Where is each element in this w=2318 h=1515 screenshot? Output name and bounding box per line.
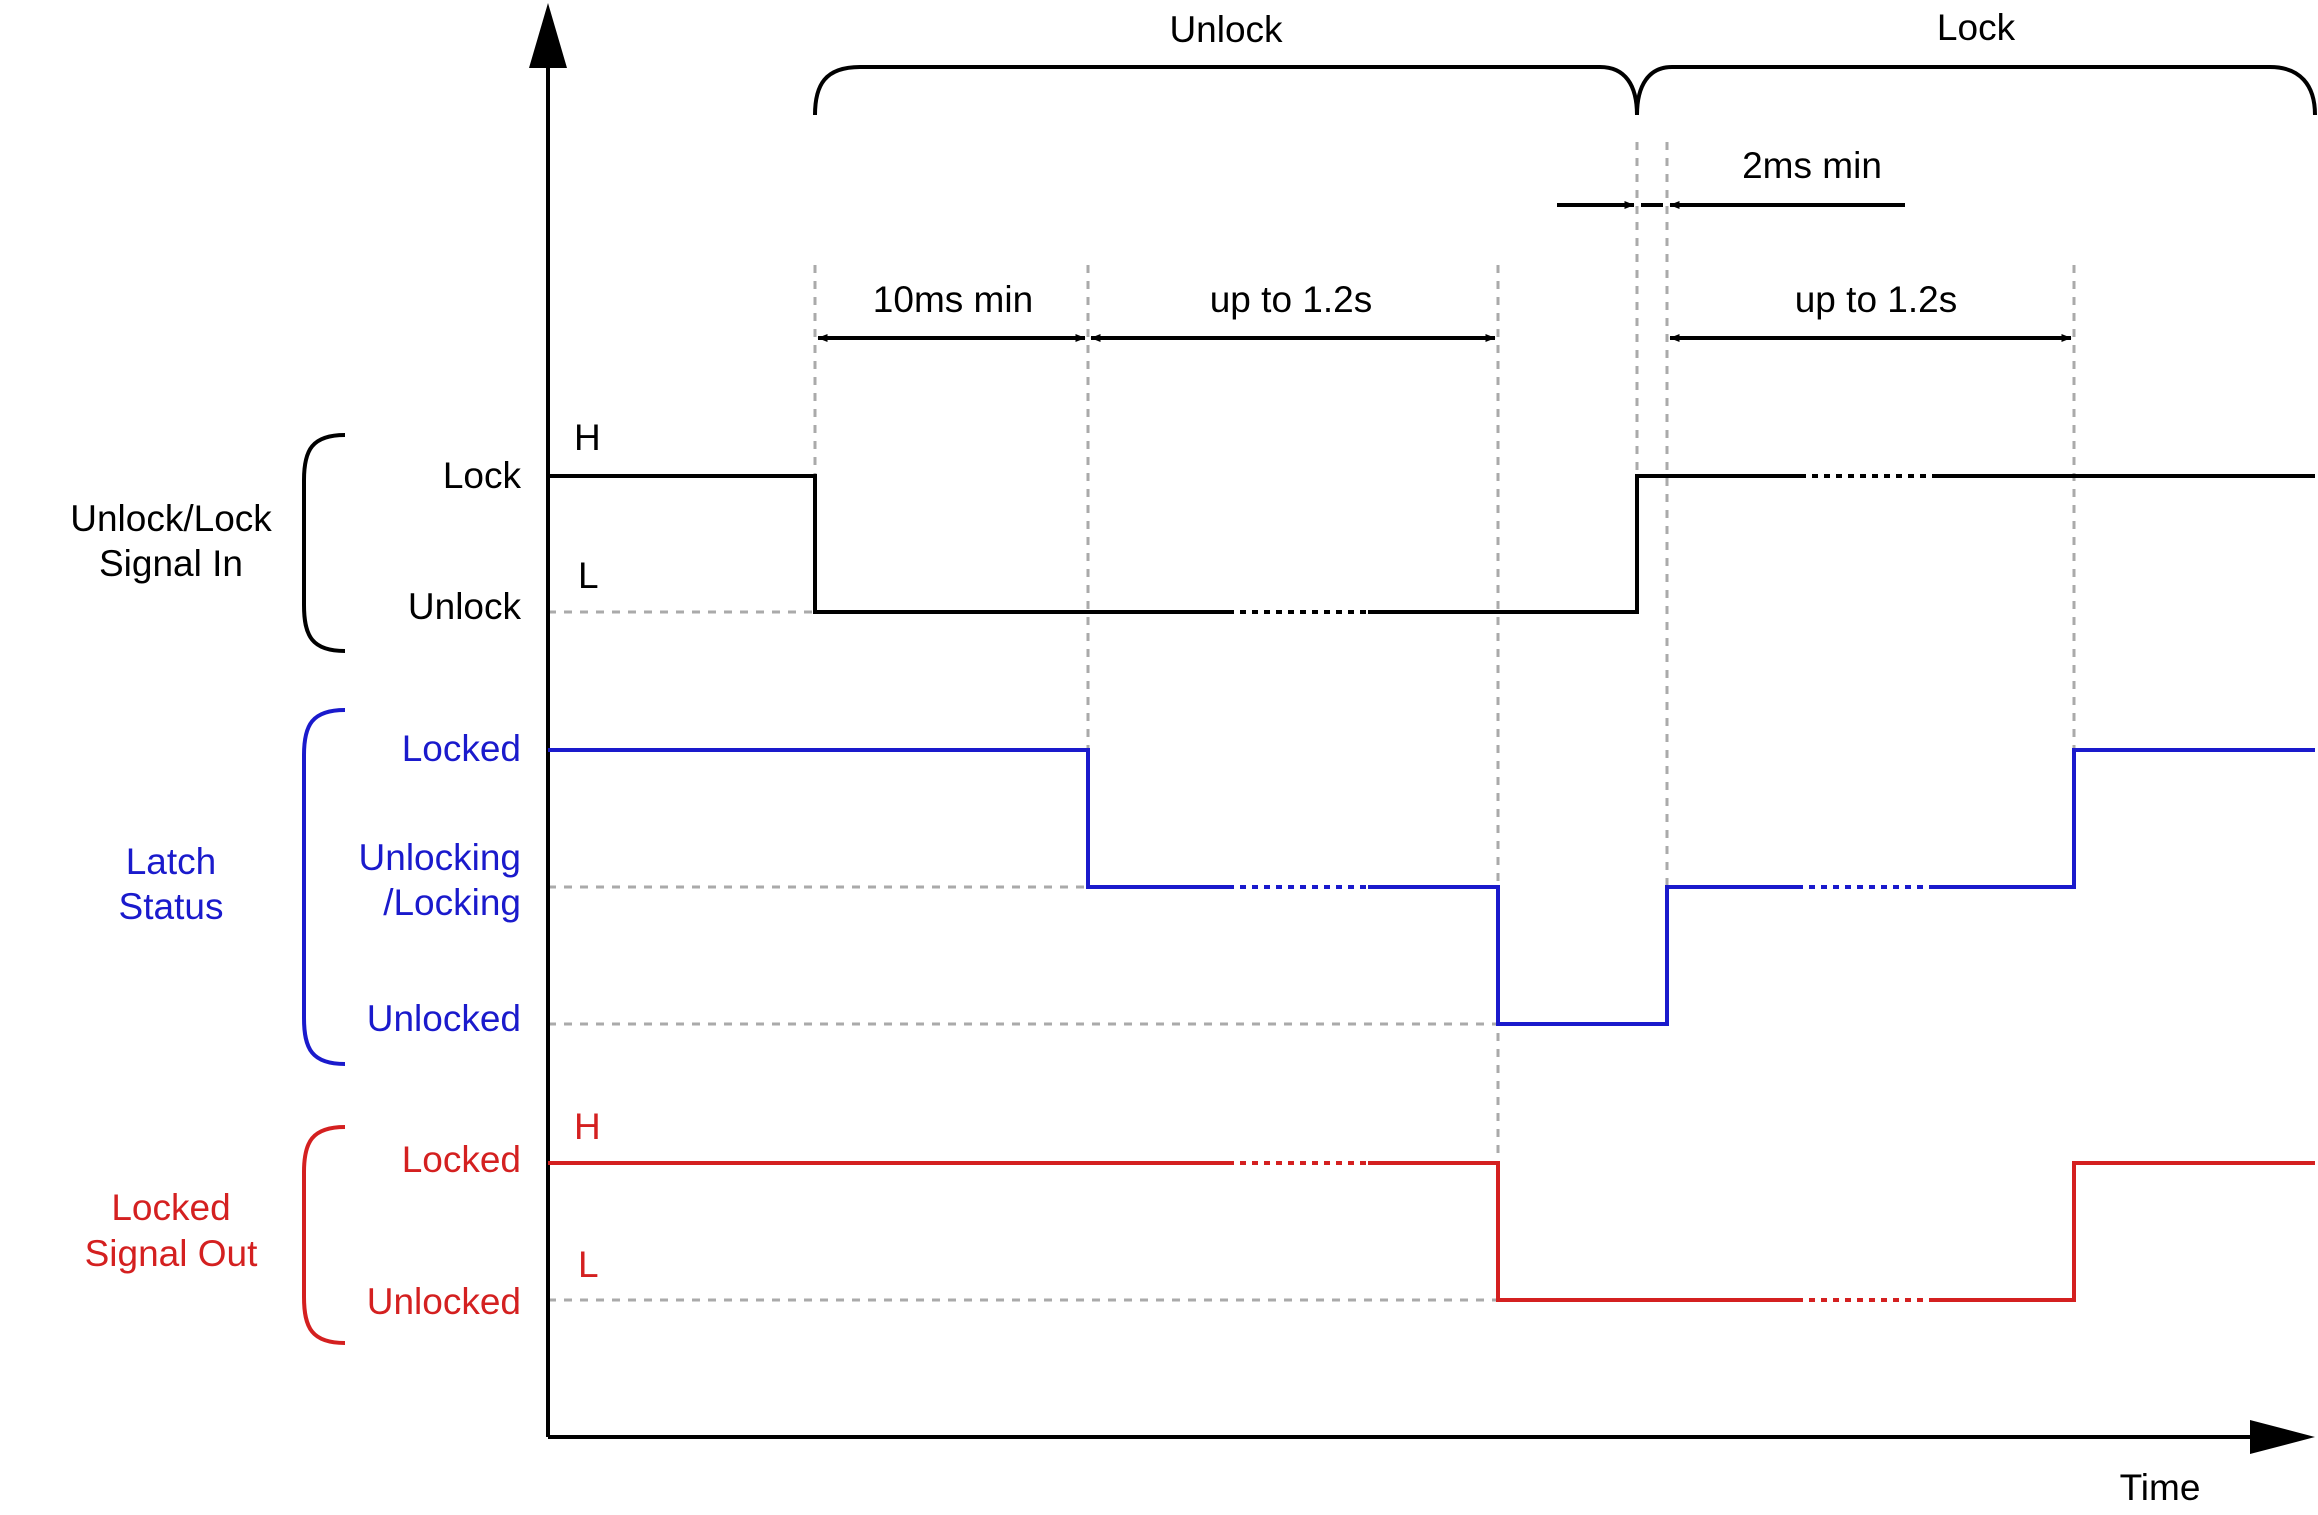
- level-guides: [548, 610, 1498, 1302]
- signal-out-waveform-c: [1935, 1161, 2315, 1302]
- label-up-to-1: up to 1.2s: [1210, 279, 1373, 320]
- signal-in-title-line2: Signal In: [99, 543, 243, 584]
- signal-in-mark-h: H: [574, 417, 601, 458]
- label-2ms: 2ms min: [1742, 145, 1882, 186]
- signal-out-level-unlocked: Unlocked: [367, 1281, 521, 1322]
- latch-level-unlocking-line2: /Locking: [383, 882, 521, 923]
- latch-level-locked: Locked: [402, 728, 521, 769]
- label-10ms: 10ms min: [873, 279, 1033, 320]
- x-axis-arrowhead: [2250, 1420, 2315, 1454]
- latch-status-title-line2: Status: [119, 886, 224, 927]
- timing-arrows: [817, 201, 2072, 342]
- signal-in-waveform-b: [1368, 474, 1800, 614]
- signal-in-title-line1: Unlock/Lock: [70, 498, 272, 539]
- x-axis-label: Time: [2120, 1467, 2201, 1508]
- latch-status-title-line1: Latch: [126, 841, 217, 882]
- latch-level-unlocking-line1: Unlocking: [359, 837, 521, 878]
- axes: [546, 40, 2270, 1439]
- signal-in-level-lock: Lock: [443, 455, 522, 496]
- unlock-phase-label: Unlock: [1169, 9, 1283, 50]
- signal-in-mark-l: L: [578, 555, 599, 596]
- signal-out-group: Locked Signal Out Locked Unlocked H L: [85, 1106, 2315, 1345]
- signal-out-level-locked: Locked: [402, 1139, 521, 1180]
- latch-waveform-c: [1935, 748, 2315, 889]
- signal-out-title-line1: Locked: [111, 1187, 230, 1228]
- signal-in-group: Unlock/Lock Signal In Lock Unlock H L: [70, 417, 2315, 653]
- signal-out-waveform-b: [1368, 1161, 1797, 1302]
- signal-out-mark-h: H: [574, 1106, 601, 1147]
- signal-in-level-unlock: Unlock: [408, 586, 522, 627]
- signal-in-brace: [302, 433, 346, 653]
- signal-out-title-line2: Signal Out: [85, 1233, 258, 1274]
- signal-out-mark-l: L: [578, 1244, 599, 1285]
- lock-phase-label: Lock: [1937, 7, 2016, 48]
- latch-waveform-b: [1368, 885, 1797, 1026]
- latch-level-unlocked: Unlocked: [367, 998, 521, 1039]
- label-up-to-2: up to 1.2s: [1795, 279, 1958, 320]
- signal-out-brace: [302, 1125, 346, 1345]
- latch-waveform-a: [548, 748, 1228, 889]
- signal-in-waveform-a: [548, 474, 1228, 614]
- latch-status-group: Latch Status Locked Unlocking /Locking U…: [119, 708, 2315, 1066]
- unlock-phase-brace: [813, 65, 1639, 116]
- latch-status-brace: [302, 708, 346, 1066]
- lock-phase-brace: [1635, 65, 2317, 116]
- y-axis-arrowhead: [529, 3, 567, 68]
